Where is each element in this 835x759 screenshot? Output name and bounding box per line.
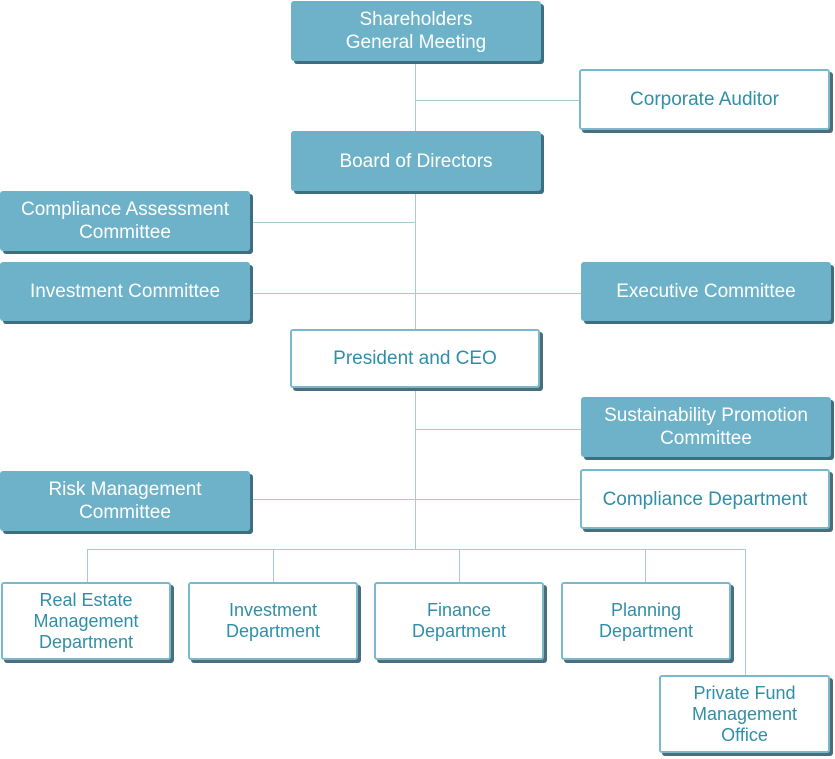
node-label: President and CEO xyxy=(333,348,497,369)
node-executive-committee: Executive Committee xyxy=(581,262,831,321)
node-risk-management-committee: Risk Management Committee xyxy=(0,471,250,531)
node-label: Sustainability Promotion Committee xyxy=(604,405,808,449)
node-label: Compliance Assessment Committee xyxy=(20,199,230,243)
node-compliance-department: Compliance Department xyxy=(580,469,830,529)
node-label: Finance Department xyxy=(411,600,507,641)
connector-drop-planning xyxy=(645,549,646,582)
node-investment-committee: Investment Committee xyxy=(0,262,250,321)
connector-drop-private-fund xyxy=(745,549,746,675)
node-label: Private Fund Management Office xyxy=(691,682,798,745)
connector-sustainability xyxy=(415,429,582,430)
node-label: Corporate Auditor xyxy=(630,89,779,110)
node-label: Planning Department xyxy=(598,600,694,641)
node-compliance-assessment-committee: Compliance Assessment Committee xyxy=(0,191,250,251)
node-shareholders-general-meeting: Shareholders General Meeting xyxy=(291,1,541,61)
node-real-estate-management-department: Real Estate Management Department xyxy=(1,582,171,660)
node-label: Board of Directors xyxy=(339,150,493,172)
node-label: Real Estate Management Department xyxy=(33,589,139,652)
node-label: Investment Committee xyxy=(29,281,221,302)
node-label: Risk Management Committee xyxy=(48,479,202,523)
node-planning-department: Planning Department xyxy=(561,582,731,660)
connector-main-spine xyxy=(415,62,416,549)
connector-auditor xyxy=(415,100,580,101)
node-president-and-ceo: President and CEO xyxy=(290,329,540,388)
node-label: Investment Department xyxy=(225,600,321,641)
node-label: Executive Committee xyxy=(616,281,796,302)
connector-compliance-assessment xyxy=(252,222,415,223)
connector-committees-row xyxy=(252,293,582,294)
node-private-fund-management-office: Private Fund Management Office xyxy=(659,675,830,753)
node-finance-department: Finance Department xyxy=(374,582,544,660)
connector-risk-compliance-row xyxy=(252,499,582,500)
connector-drop-finance xyxy=(459,549,460,582)
node-sustainability-promotion-committee: Sustainability Promotion Committee xyxy=(581,397,831,457)
connector-departments-bus xyxy=(87,549,745,550)
node-investment-department: Investment Department xyxy=(188,582,358,660)
node-corporate-auditor: Corporate Auditor xyxy=(579,69,830,130)
node-board-of-directors: Board of Directors xyxy=(291,131,541,191)
connector-drop-real-estate xyxy=(87,549,88,582)
node-label: Compliance Department xyxy=(602,488,808,510)
connector-drop-investment xyxy=(273,549,274,582)
node-label: Shareholders General Meeting xyxy=(345,9,487,53)
